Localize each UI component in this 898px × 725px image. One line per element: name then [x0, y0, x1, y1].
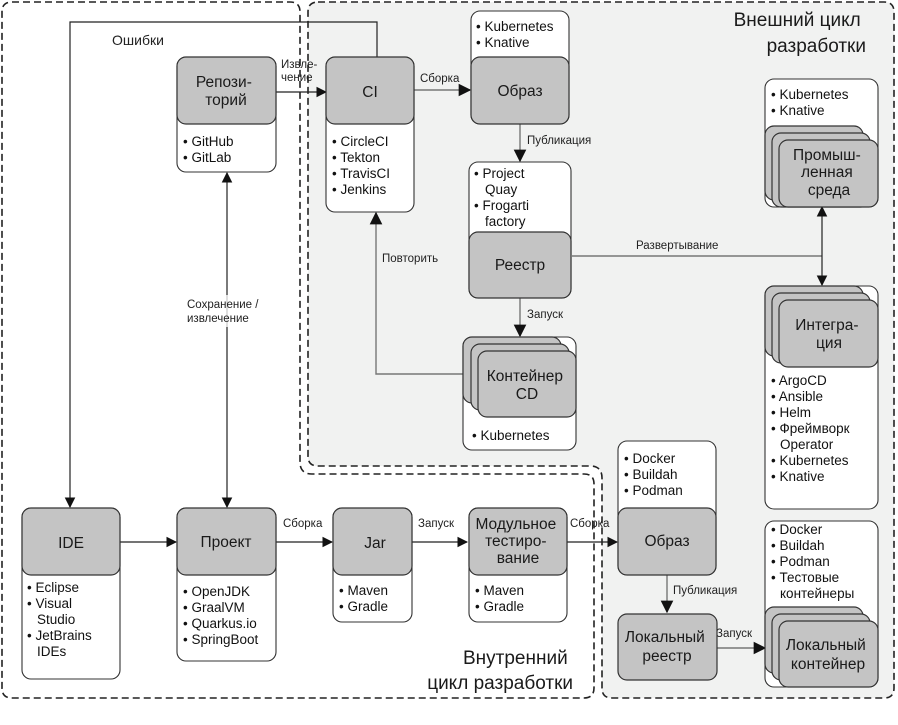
edge-label-launch-local: Запуск: [716, 628, 753, 640]
edge-label-publish-outer: Публикация: [527, 135, 591, 147]
edge-label-deploy: Развертывание: [636, 240, 718, 252]
node-label: Контейнер CD: [487, 368, 568, 403]
node-label: Интегра- ция: [795, 317, 863, 352]
node-label: Промыш- ленная среда: [793, 147, 865, 199]
node-items: • Eclipse • Visual Studio • JetBrains ID…: [27, 580, 96, 659]
outer-loop-title: Внешний цикл разработки: [734, 10, 866, 57]
node-label: Jar: [364, 535, 386, 552]
edge-label-build-image: Сборка: [570, 518, 610, 530]
node-items: • ArgoCD • Ansible • Helm • Фреймворк Op…: [771, 373, 853, 484]
edge-label-publish-inner: Публикация: [673, 585, 737, 597]
node-items: • Maven • Gradle: [475, 583, 528, 614]
node-local-container[interactable]: Локальный контейнер • Docker • Buildah •…: [764, 520, 879, 688]
node-items: • CircleCI • Tekton • TravisCI • Jenkins: [332, 134, 394, 197]
node-items: • GitHub • GitLab: [183, 134, 237, 165]
inner-loop-title: Внутренний цикл разработки: [427, 648, 573, 694]
node-label: Образ: [497, 83, 542, 100]
node-items: • Maven • Gradle: [339, 583, 392, 614]
node-items: • Kubernetes: [472, 428, 550, 443]
edge-label-launch-test: Запуск: [418, 518, 455, 530]
node-ci[interactable]: CI • CircleCI • Tekton • TravisCI • Jenk…: [325, 56, 415, 213]
node-label: Репози- торий: [196, 74, 256, 109]
edge-retry: [369, 211, 465, 375]
node-jar[interactable]: Jar • Maven • Gradle: [332, 507, 413, 623]
node-items: • Docker • Buildah • Podman: [624, 451, 683, 498]
edge-label-save-fetch: Сохранение / извлечение: [187, 299, 262, 325]
node-registry[interactable]: Реестр • Project Quay • Frogarti factory: [468, 161, 572, 299]
node-items: • OpenJDK • GraalVM • Quarkus.io • Sprin…: [183, 584, 261, 647]
node-items: • Project Quay • Frogarti factory: [474, 166, 533, 229]
edge-errors: [64, 21, 378, 509]
node-production[interactable]: Промыш- ленная среда • Kubernetes • Knat…: [764, 78, 879, 208]
node-integration[interactable]: Интегра- ция • ArgoCD • Ansible • Helm •…: [764, 285, 879, 510]
node-label: Проект: [200, 534, 251, 551]
edge-label-launch-cd: Запуск: [527, 309, 564, 321]
node-label: Реестр: [495, 257, 545, 274]
node-ide[interactable]: IDE • Eclipse • Visual Studio • JetBrain…: [21, 507, 121, 680]
edge-label-retry: Повторить: [382, 253, 438, 265]
node-items: • Kubernetes • Knative: [771, 87, 852, 118]
node-items: • Kubernetes • Knative: [476, 19, 557, 50]
node-label: Модульное тестиро- вание: [475, 516, 560, 567]
edge-label-errors: Ошибки: [112, 32, 164, 48]
edge-label-build-ci: Сборка: [420, 73, 460, 85]
node-unit-testing[interactable]: Модульное тестиро- вание • Maven • Gradl…: [468, 507, 568, 623]
node-label: Образ: [644, 533, 689, 550]
node-label: Локальный реестр: [625, 629, 709, 665]
edge-label-fetch: Извле- чение: [281, 59, 321, 84]
node-image-outer[interactable]: Образ • Kubernetes • Knative: [470, 10, 570, 125]
node-label: CI: [362, 84, 378, 101]
inner-loop-region: [1, 1, 595, 699]
node-repository[interactable]: Репози- торий • GitHub • GitLab: [176, 56, 277, 173]
node-local-registry[interactable]: Локальный реестр: [617, 613, 718, 681]
node-image-inner[interactable]: Образ • Docker • Buildah • Podman: [617, 440, 717, 576]
edge-label-build-jar: Сборка: [283, 518, 323, 530]
node-items: • Docker • Buildah • Podman • Тестовые к…: [771, 522, 854, 601]
node-project[interactable]: Проект • OpenJDK • GraalVM • Quarkus.io …: [176, 507, 277, 662]
node-label: IDE: [58, 535, 84, 552]
node-label: Локальный контейнер: [786, 637, 870, 673]
outer-loop-region: [307, 1, 895, 699]
node-container-cd[interactable]: Контейнер CD • Kubernetes: [462, 336, 577, 451]
